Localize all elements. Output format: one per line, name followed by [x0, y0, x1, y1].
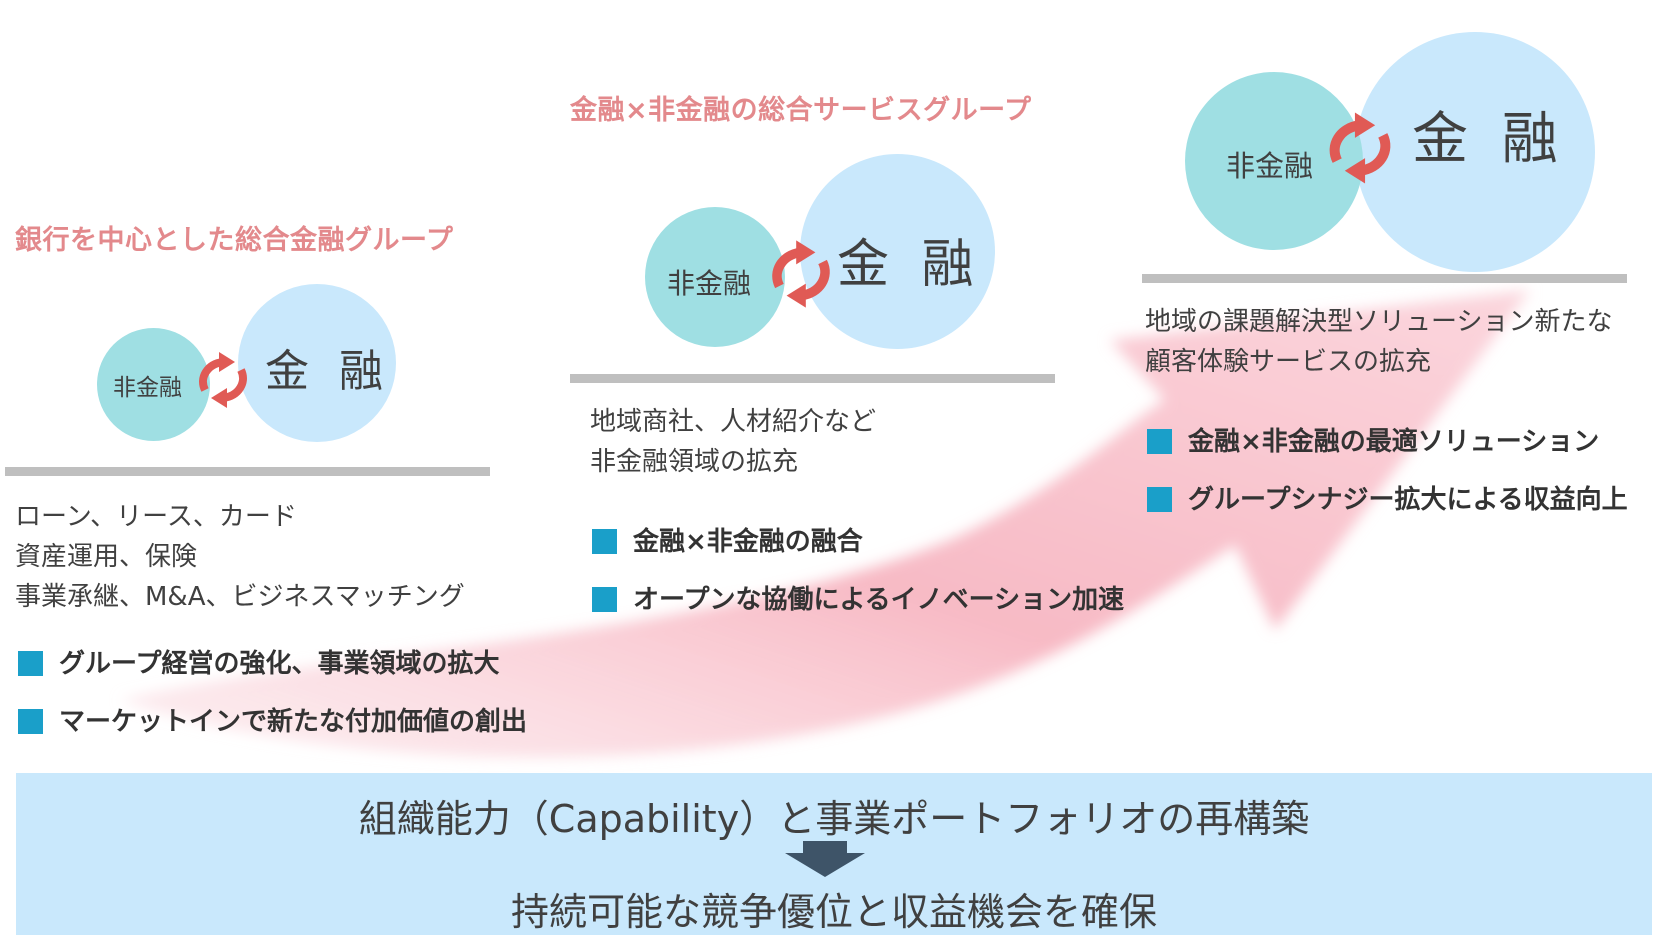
- square-bullet-icon: [1147, 429, 1172, 454]
- stage1-description-line: 事業承継、M&A、ビジネスマッチング: [15, 582, 465, 612]
- stage2-finance-circle: [800, 154, 995, 349]
- stage3-bullet-text: グループシナジー拡大による収益向上: [1188, 485, 1628, 515]
- stage2-bullet: オープンな協働によるイノベーション加速: [592, 580, 1124, 620]
- stage1-description-line: ローン、リース、カード: [15, 502, 297, 532]
- stage1-divider: [5, 467, 490, 476]
- stage2-title: 金融×非金融の総合サービスグループ: [570, 95, 1032, 126]
- banner-line2: 持続可能な競争優位と収益機会を確保: [510, 890, 1157, 934]
- stage3-finance-label: 金 融: [1412, 107, 1566, 172]
- stage1-finance-circle: [238, 284, 396, 442]
- stage3-finance-circle: [1355, 32, 1595, 272]
- square-bullet-icon: [592, 587, 617, 612]
- stage1-description-line: 資産運用、保険: [15, 542, 198, 572]
- stage2-bullet-text: オープンな協働によるイノベーション加速: [633, 585, 1125, 615]
- stage1-bullet: グループ経営の強化、事業領域の拡大: [18, 644, 499, 684]
- stage3-bullet: 金融×非金融の最適ソリューション: [1147, 422, 1599, 462]
- stage2-nonfinance-label: 非金融: [667, 267, 752, 300]
- cycle-arrows-icon: [1329, 112, 1391, 184]
- stage3-divider: [1142, 274, 1627, 283]
- cycle-arrows-icon: [199, 352, 247, 408]
- stage3-nonfinance-label: 非金融: [1226, 149, 1314, 183]
- cycle-arrows-icon: [772, 240, 830, 308]
- stage3-description-line: 地域の課題解決型ソリューション新たな: [1145, 307, 1613, 337]
- summary-banner: 組織能力（Capability）と事業ポートフォリオの再構築 持続可能な競争優位…: [16, 773, 1652, 935]
- stage1-finance-label: 金 融: [265, 346, 391, 397]
- stage2-nonfinance-circle: [645, 207, 785, 347]
- banner-line1: 組織能力（Capability）と事業ポートフォリオの再構築: [358, 797, 1310, 841]
- stage2-bullet: 金融×非金融の融合: [592, 522, 863, 562]
- stage2-description: 地域商社、人材紹介など 非金融領域の拡充: [590, 402, 876, 482]
- stage1-title: 銀行を中心とした総合金融グループ: [15, 225, 454, 256]
- square-bullet-icon: [18, 651, 43, 676]
- stage3-bullet: グループシナジー拡大による収益向上: [1147, 480, 1628, 520]
- stage3-description-line: 顧客体験サービスの拡充: [1145, 347, 1432, 377]
- square-bullet-icon: [18, 709, 43, 734]
- stage1-description: ローン、リース、カード 資産運用、保険 事業承継、M&A、ビジネスマッチング: [15, 497, 465, 617]
- stage3-description: 地域の課題解決型ソリューション新たな 顧客体験サービスの拡充: [1145, 302, 1612, 382]
- stage2-bullet-text: 金融×非金融の融合: [633, 527, 863, 557]
- stage2-description-line: 非金融領域の拡充: [590, 447, 799, 477]
- down-arrow-icon: [785, 841, 865, 877]
- stage2-divider: [570, 374, 1055, 383]
- stage1-nonfinance-circle: [97, 328, 210, 441]
- stage1-bullet-text: マーケットインで新たな付加価値の創出: [59, 707, 528, 737]
- stage3-bullet-text: 金融×非金融の最適ソリューション: [1188, 427, 1600, 457]
- stage2-finance-label: 金 融: [837, 235, 982, 295]
- square-bullet-icon: [1147, 487, 1172, 512]
- stage1-nonfinance-label: 非金融: [113, 375, 182, 401]
- stage1-bullet-text: グループ経営の強化、事業領域の拡大: [59, 649, 500, 679]
- stage1-bullet: マーケットインで新たな付加価値の創出: [18, 702, 527, 742]
- square-bullet-icon: [592, 529, 617, 554]
- stage2-description-line: 地域商社、人材紹介など: [590, 407, 877, 437]
